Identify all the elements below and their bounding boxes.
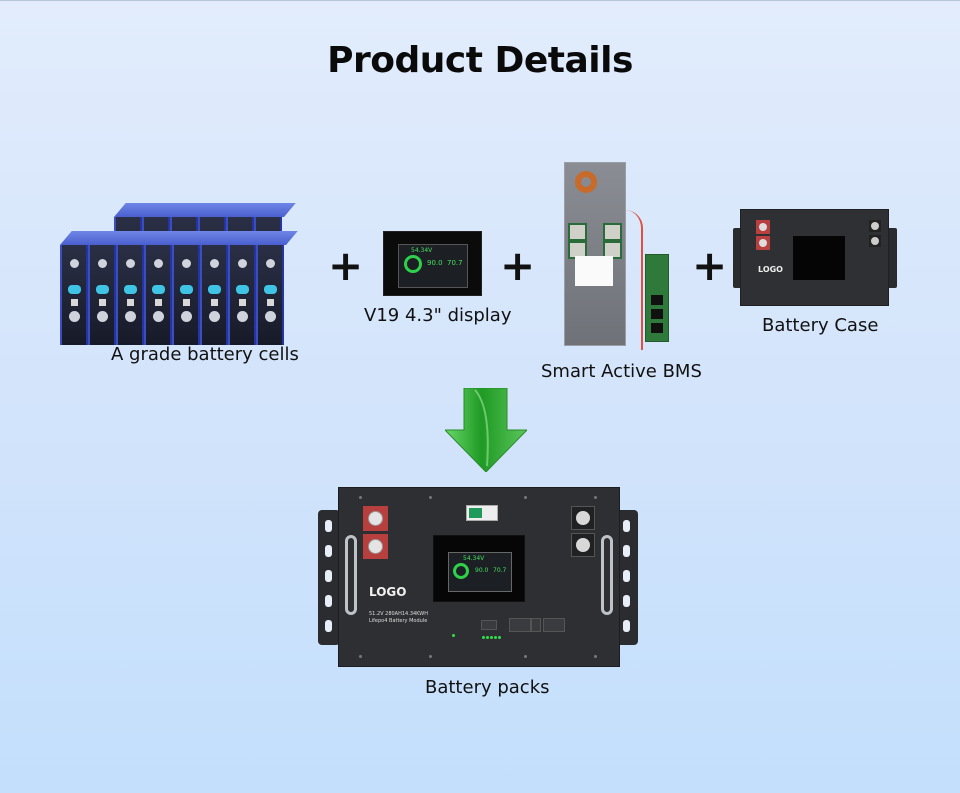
- case-right-bracket: [886, 228, 897, 288]
- battery-cell: [88, 231, 130, 345]
- case-screen-window: [793, 236, 845, 280]
- cells-label: A grade battery cells: [111, 344, 299, 365]
- pack-right-bracket: [616, 510, 638, 645]
- battery-cell: [200, 231, 242, 345]
- pack-lcd: 54.34V 90.0 70.7: [448, 552, 512, 592]
- soc-gauge-icon: [453, 563, 469, 579]
- bms-wire: [625, 210, 643, 350]
- battery-cell: [116, 231, 158, 345]
- right-handle: [601, 535, 613, 615]
- negative-terminal: [571, 533, 595, 557]
- display-screen: 54.34V 90.0 70.7: [398, 244, 468, 288]
- battery-cell: [144, 231, 186, 345]
- plus-icon: +: [692, 241, 728, 290]
- battery-cell: [172, 231, 214, 345]
- power-switch: [466, 505, 498, 521]
- battery-pack-image: 54.34V 90.0 70.7 LOGO 51.2V 280AH14.34KW…: [338, 487, 620, 667]
- battery-cells-image: [50, 195, 298, 345]
- bms-board-image: [564, 162, 626, 346]
- pack-left-bracket: [318, 510, 340, 645]
- inductor-coil: [575, 171, 597, 193]
- battery-cell: [60, 231, 102, 345]
- pack-label: Battery packs: [425, 677, 550, 698]
- negative-terminal: [571, 506, 595, 530]
- bms-label: Smart Active BMS: [541, 361, 702, 382]
- pack-spec: 51.2V 280AH14.34KWH Lifepo4 Battery Modu…: [369, 611, 428, 624]
- display-image: 54.34V 90.0 70.7: [383, 231, 482, 296]
- page-title: Product Details: [327, 40, 633, 81]
- plus-icon: +: [328, 241, 364, 290]
- plus-icon: +: [500, 241, 536, 290]
- case-left-bracket: [733, 228, 744, 288]
- left-handle: [345, 535, 357, 615]
- pack-display-window: 54.34V 90.0 70.7: [433, 535, 525, 602]
- battery-case-image: LOGO: [740, 209, 889, 306]
- soc-gauge-icon: [404, 255, 422, 273]
- down-arrow-icon: [445, 388, 527, 472]
- case-label: Battery Case: [762, 315, 879, 336]
- bms-pcb-image: [645, 254, 669, 342]
- battery-cell: [228, 231, 270, 345]
- top-border: [0, 0, 960, 1]
- positive-terminal: [363, 506, 388, 531]
- display-label: V19 4.3" display: [364, 305, 512, 326]
- battery-cell: [256, 231, 298, 345]
- positive-terminal: [363, 534, 388, 559]
- bms-sticker: [575, 256, 613, 286]
- pack-logo: LOGO: [369, 585, 407, 599]
